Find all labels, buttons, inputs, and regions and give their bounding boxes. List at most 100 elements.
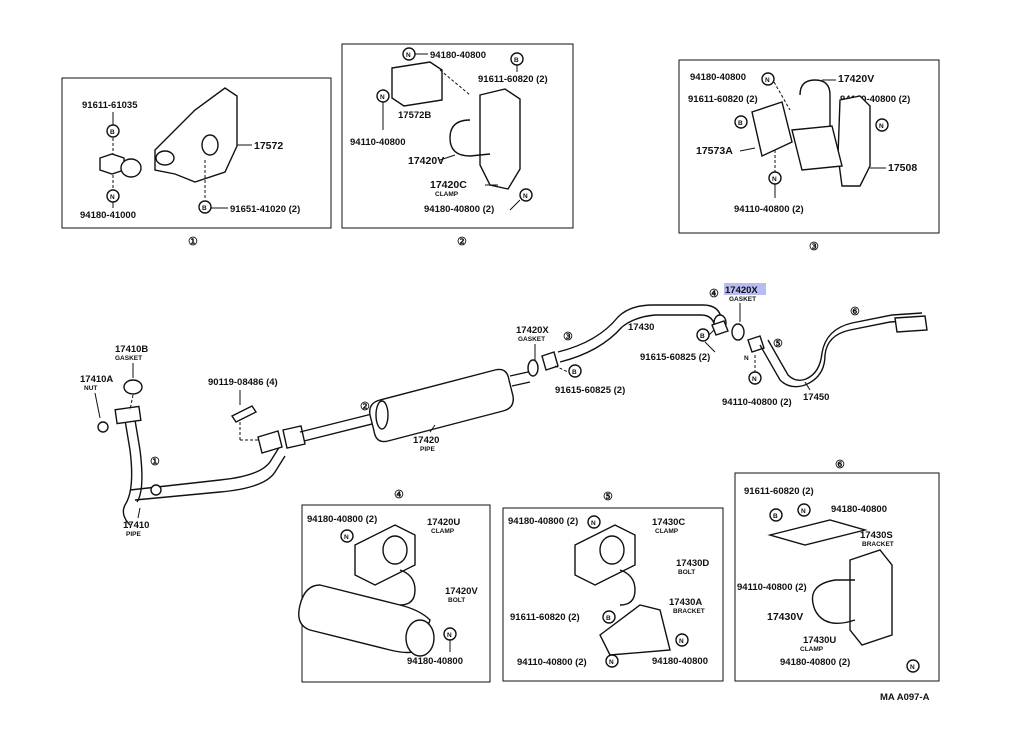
nut-marker-icon — [675, 633, 689, 647]
part-17420V[interactable]: 17420V — [445, 586, 478, 597]
svg-text:N: N — [380, 94, 385, 101]
highlight-box — [724, 283, 766, 295]
u-bolt-icon — [811, 579, 856, 624]
nut-marker-icon — [906, 659, 920, 673]
bolt-marker-icon — [198, 200, 212, 214]
callout-4-main: ④ — [709, 288, 719, 300]
muffler-body-icon — [298, 584, 431, 654]
part-94180-40800[interactable]: 94180-40800 — [652, 656, 708, 667]
part-17430A-desc: BRACKET — [673, 608, 705, 615]
detail-box-1: 91611-61035 B N 94180-41000 17572 B 9165… — [61, 77, 332, 229]
detail-box-3: 94180-40800 N 17420V 91611-60820 (2) B 9… — [678, 59, 940, 234]
nut-marker-icon — [875, 118, 889, 132]
part-17420V[interactable]: 17420V — [408, 155, 444, 167]
part-94180-40800[interactable]: 94180-40800 — [831, 504, 887, 515]
part-17420[interactable]: 17420 — [413, 435, 439, 446]
part-17420C-desc: CLAMP — [435, 191, 459, 198]
part-94180-40800[interactable]: 94180-40800 — [690, 72, 746, 83]
rear-pipe-icon — [759, 319, 921, 388]
part-17430[interactable]: 17430 — [628, 322, 654, 333]
part-94180-40800[interactable]: 94180-40800 — [430, 50, 486, 61]
part-91611-60820[interactable]: 91611-60820 (2) — [478, 74, 548, 85]
part-91611-60820[interactable]: 91611-60820 (2) — [688, 94, 758, 105]
part-94180-40800-2[interactable]: 94180-40800 (2) — [780, 657, 850, 668]
part-17430V[interactable]: 17430V — [767, 611, 803, 623]
part-17410[interactable]: 17410 — [123, 520, 149, 531]
part-17572[interactable]: 17572 — [254, 140, 283, 152]
svg-text:N: N — [765, 77, 770, 84]
part-17508[interactable]: 17508 — [888, 162, 917, 174]
part-17420U[interactable]: 17420U — [427, 517, 460, 528]
detail-box-2: N 94180-40800 B 91611-60820 (2) N 17572B… — [341, 43, 574, 229]
callout-5-main: ⑤ — [773, 338, 783, 350]
nut-marker-icon — [797, 503, 811, 517]
nut-marker-icon — [761, 72, 775, 86]
part-17430C-desc: CLAMP — [655, 528, 679, 535]
part-94110-40800-2[interactable]: 94110-40800 (2) — [517, 657, 587, 668]
nut-marker-icon — [605, 654, 619, 668]
part-94180-40800-2[interactable]: 94180-40800 (2) — [424, 204, 494, 215]
part-94110-40800-main[interactable]: 94110-40800 (2) — [722, 397, 792, 408]
part-94110-40800[interactable]: 94110-40800 (2) — [734, 204, 804, 215]
part-17430A[interactable]: 17430A — [669, 597, 702, 608]
svg-text:N: N — [772, 176, 777, 183]
svg-text:N: N — [910, 664, 915, 671]
part-17420C[interactable]: 17420C — [430, 179, 467, 191]
part-17572B[interactable]: 17572B — [398, 110, 431, 121]
part-94180-40800-2[interactable]: 94180-40800 (2) — [307, 514, 377, 525]
part-17410A-desc: NUT — [84, 385, 97, 392]
hanger-17508-icon — [837, 95, 871, 187]
callout-2-main: ② — [360, 401, 370, 413]
part-91615-60825-b[interactable]: 91615-60825 (2) — [640, 352, 710, 363]
part-17430C[interactable]: 17430C — [652, 517, 685, 528]
part-91651-41020[interactable]: 91651-41020 (2) — [230, 204, 300, 215]
part-94180-41000[interactable]: 94180-41000 — [80, 210, 136, 221]
svg-text:B: B — [606, 615, 611, 622]
gasket-17420X-icon — [731, 323, 745, 341]
part-94110-40800-2[interactable]: 94110-40800 (2) — [737, 582, 807, 593]
part-91615-60825-a[interactable]: 91615-60825 (2) — [555, 385, 625, 396]
part-94180-40800-2[interactable]: 94180-40800 (2) — [840, 94, 910, 105]
part-17450[interactable]: 17450 — [803, 392, 829, 403]
svg-text:N: N — [752, 376, 757, 383]
svg-text:B: B — [514, 57, 519, 64]
part-94110-40800[interactable]: 94110-40800 — [350, 137, 405, 148]
part-17420X-b-desc: GASKET — [729, 296, 756, 303]
part-17430D[interactable]: 17430D — [676, 558, 709, 569]
part-17430U[interactable]: 17430U — [803, 635, 836, 646]
part-17420X-a[interactable]: 17420X — [516, 325, 549, 336]
svg-text:N: N — [591, 520, 596, 527]
gasket-icon — [123, 379, 143, 395]
callout-1: ① — [188, 236, 198, 248]
part-17430S[interactable]: 17430S — [860, 530, 893, 541]
part-17420X-b[interactable]: 17420X — [725, 285, 758, 296]
svg-text:N: N — [110, 194, 115, 201]
part-17420-desc: PIPE — [420, 446, 435, 453]
part-17430S-desc: BRACKET — [862, 541, 894, 548]
part-17410A[interactable]: 17410A — [80, 374, 113, 385]
svg-text:N: N — [744, 355, 749, 362]
part-94180-40800[interactable]: 94180-40800 — [407, 656, 463, 667]
part-91611-61035[interactable]: 91611-61035 — [82, 100, 138, 111]
u-bolt-icon — [799, 79, 831, 135]
hanger-icon — [849, 549, 893, 646]
svg-text:N: N — [447, 632, 452, 639]
part-94180-40800-2[interactable]: 94180-40800 (2) — [508, 516, 578, 527]
detail-box-5: 94180-40800 (2) N 17430C CLAMP 17430D BO… — [502, 507, 724, 682]
svg-text:N: N — [523, 193, 528, 200]
part-91611-60820[interactable]: 91611-60820 (2) — [744, 486, 814, 497]
part-17430D-desc: BOLT — [678, 569, 695, 576]
hanger-bracket-icon — [479, 88, 521, 190]
svg-text:N: N — [344, 534, 349, 541]
callout-3: ③ — [809, 241, 819, 253]
part-17420V[interactable]: 17420V — [838, 73, 874, 85]
svg-text:N: N — [879, 123, 884, 130]
part-17573A[interactable]: 17573A — [696, 145, 733, 157]
tail-tip-icon — [894, 315, 928, 333]
part-91611-60820[interactable]: 91611-60820 (2) — [510, 612, 580, 623]
part-17410B[interactable]: 17410B — [115, 344, 148, 355]
detail-box-6: 91611-60820 (2) B N 94180-40800 17430S B… — [734, 472, 940, 682]
part-90119-08486[interactable]: 90119-08486 (4) — [208, 377, 278, 388]
plate-17573A-icon — [751, 101, 793, 158]
part-17420X-a-desc: GASKET — [518, 336, 545, 343]
